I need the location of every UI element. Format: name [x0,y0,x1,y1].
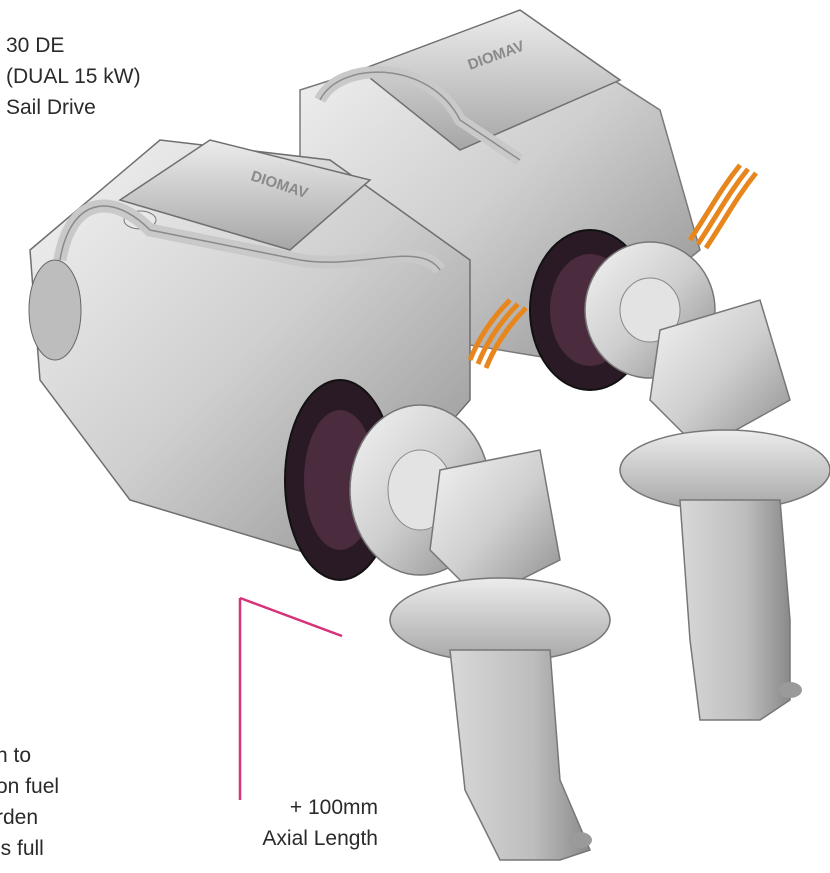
rear-valve-cover [358,9,622,151]
note-line-4: is full [0,837,44,860]
note-line-3: rden [0,806,39,829]
rear-hv-cables [687,163,758,250]
rear-saildrive-flange [619,429,830,511]
front-hv-cables [467,298,528,369]
axial-length-label: + 100mm Axial Length [228,792,378,854]
cropped-note: n to on fuel rden is full [0,740,59,864]
front-engine: DIOMAV [28,139,611,861]
axial-length-dimension-line [238,596,343,800]
engine-drive-type: Sail Drive [6,96,96,119]
note-line-2: on fuel [0,775,60,798]
front-saildrive-leg [449,649,592,861]
engine-title-block: 30 DE (DUAL 15 kW) Sail Drive [6,30,141,123]
engine-model: 30 DE [6,34,65,57]
engine-power: (DUAL 15 kW) [6,65,141,88]
axial-length-text: Axial Length [262,827,378,850]
rear-saildrive-leg [679,499,791,721]
axial-length-delta: + 100mm [289,796,378,819]
front-valve-cover [118,139,372,251]
note-line-1: n to [0,744,32,767]
